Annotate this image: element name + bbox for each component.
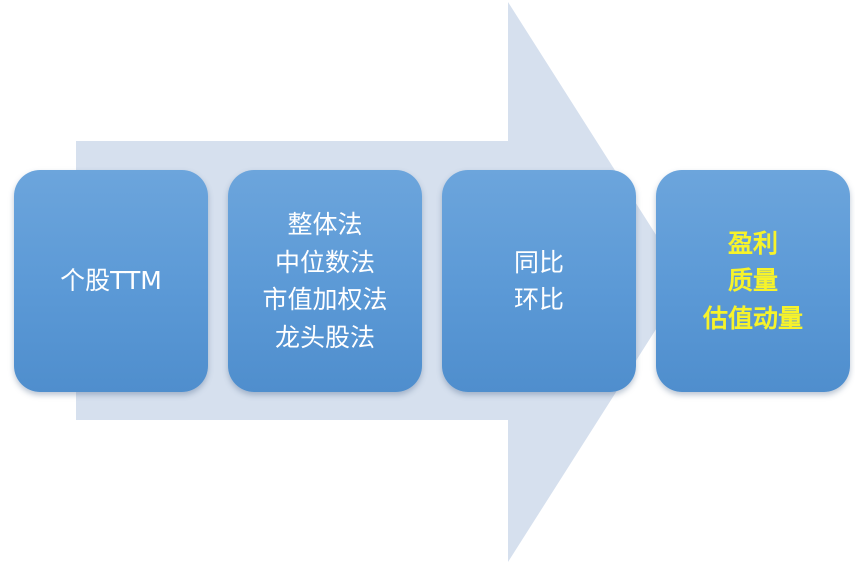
step-text: 同比 [513,247,564,277]
step-text: 个股TTM [60,266,162,296]
step-text: 市值加权法 [262,285,388,314]
step-box-factors: 盈利 质量 估值动量 [656,170,850,392]
step-text: 中位数法 [274,247,375,277]
step-text: 质量 [727,266,778,296]
step-text: 环比 [513,285,564,314]
step-text: 整体法 [287,210,363,239]
step-text: 盈利 [727,228,778,258]
step-box-growth-comparison: 同比 环比 [442,170,636,392]
step-box-aggregation-methods: 整体法 中位数法 市值加权法 龙头股法 [228,170,422,392]
step-text: 龙头股法 [274,322,375,352]
step-box-stock-ttm: 个股TTM [14,170,208,392]
step-text: 估值动量 [702,303,803,333]
